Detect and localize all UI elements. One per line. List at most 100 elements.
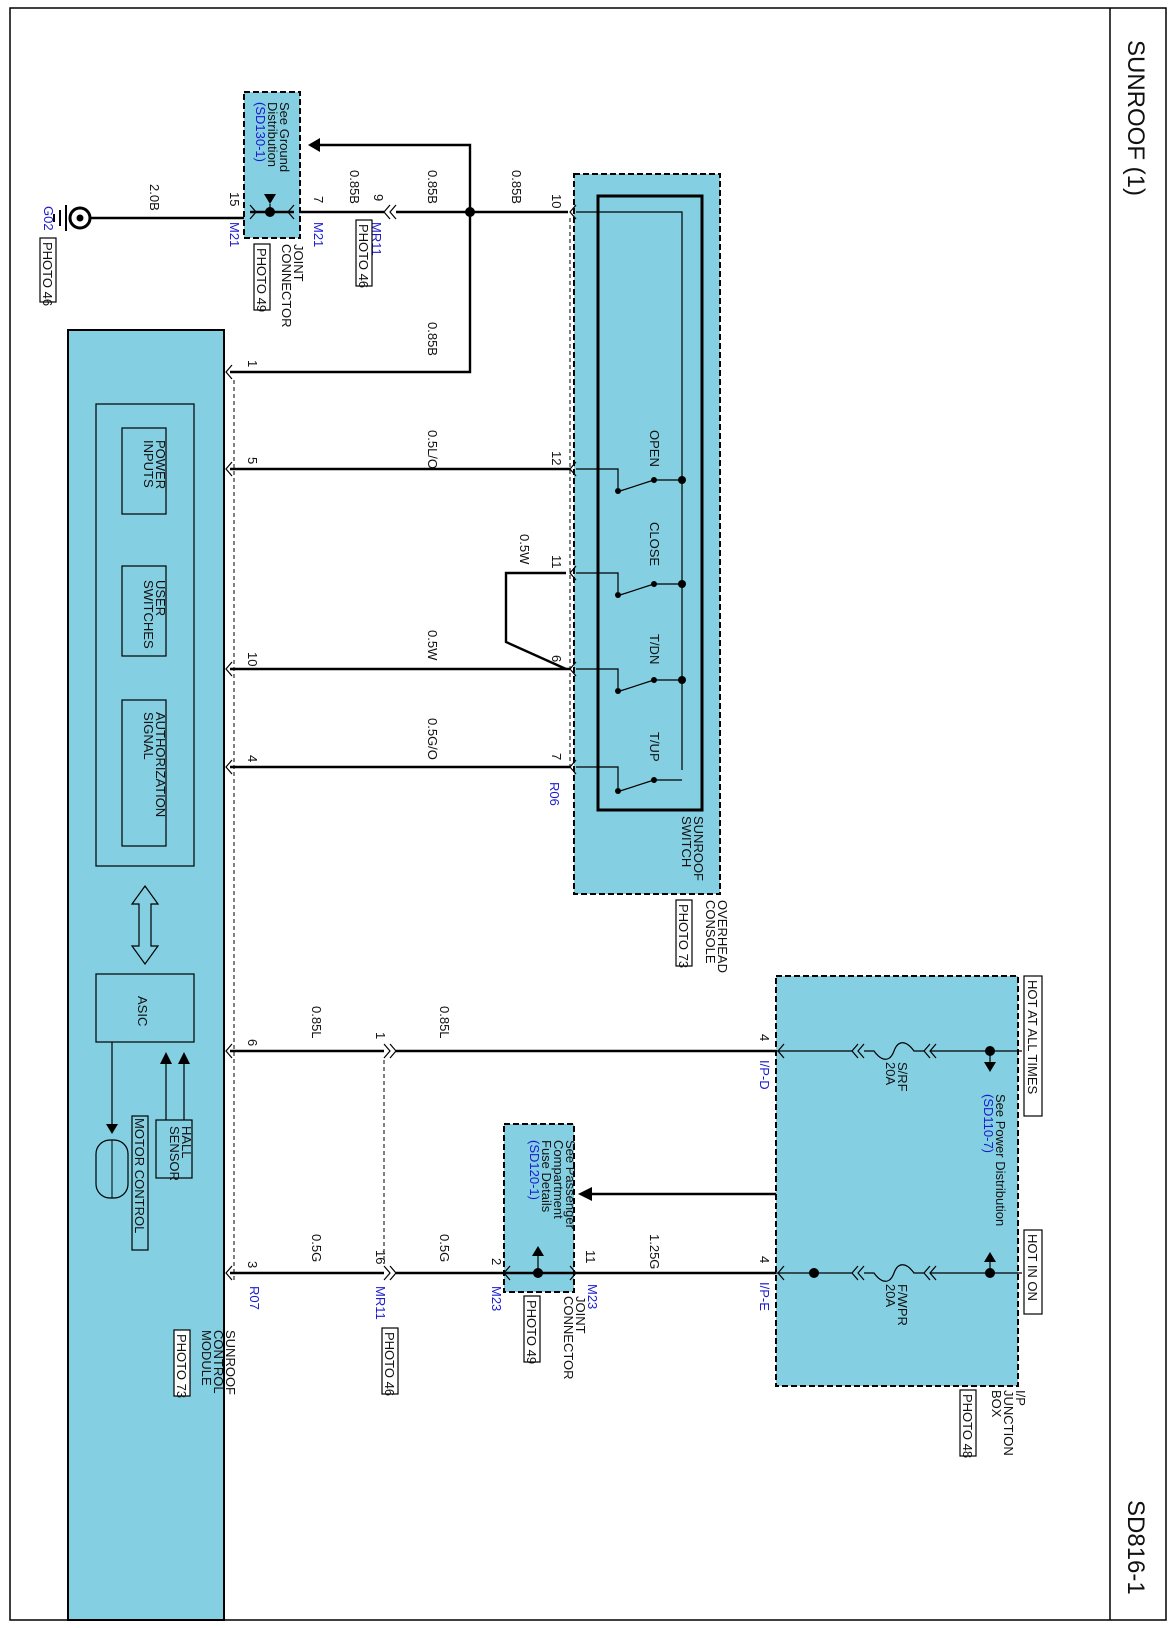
m23-label1: JOINT	[573, 1296, 588, 1334]
hall-sensor-box	[155, 1119, 193, 1179]
junction-label3: BOX	[989, 1390, 1004, 1418]
fwpr-splice	[809, 1268, 819, 1278]
wire-label-w1: 0.85B	[347, 170, 362, 204]
motor-control-box	[131, 1115, 149, 1251]
hall-label2: SENSOR	[167, 1126, 182, 1181]
m23-photo: PHOTO 49	[524, 1300, 539, 1364]
mr11-top-id: MR11	[369, 222, 384, 256]
power-arrow-icon-1	[984, 1062, 996, 1072]
module-pin-5: 5	[245, 457, 260, 464]
ground-id: G02	[41, 206, 56, 231]
power-arrow-icon-2	[984, 1252, 996, 1262]
junction-conn1: I/P-D	[757, 1060, 772, 1090]
m23-ref: (SD120-1)	[527, 1140, 542, 1200]
m21-label1: JOINT	[291, 244, 306, 282]
mr11-bottom-photo-box	[381, 1327, 399, 1395]
switch-tdn-label: T/DN	[647, 634, 662, 664]
module-pin-6: 6	[245, 1039, 260, 1046]
hot-always-label: HOT AT ALL TIMES	[1025, 980, 1040, 1094]
power-inputs-label2: INPUTS	[141, 440, 156, 488]
module-input-panel	[95, 403, 195, 867]
ground-photo: PHOTO 46	[40, 242, 55, 306]
ip-junction-box	[775, 975, 1019, 1387]
m21-photo: PHOTO 49	[254, 248, 269, 312]
m21-photo-box	[253, 243, 271, 311]
m23-photo-box	[523, 1295, 541, 1363]
hall-arrow-icon-1	[160, 1052, 172, 1064]
fuse-fwpr-amp: 20A	[883, 1284, 898, 1307]
switch-close	[576, 572, 686, 598]
wire-label-w2: 0.85B	[425, 170, 440, 204]
power-inputs-label1: POWER	[153, 440, 168, 489]
overhead-console	[573, 173, 721, 895]
module-connector: R07	[247, 1286, 262, 1310]
mr11-top-pin: 9	[371, 194, 386, 201]
overhead-pin-6: 6	[549, 655, 564, 662]
joint-connector-m23	[503, 1123, 575, 1293]
power-inputs-block	[121, 427, 167, 515]
power-ref: (SD110-7)	[981, 1094, 996, 1153]
hot-on-box	[1023, 1229, 1043, 1315]
wire-label-tup: 0.5G/O	[425, 718, 440, 760]
m21-pin-right: 7	[311, 196, 326, 203]
page-code: SD816-1	[1122, 1500, 1149, 1595]
m23-note3: Fuse Details	[539, 1140, 554, 1213]
overhead-label2: CONSOLE	[703, 900, 718, 964]
m23-note1: See Passenger	[563, 1140, 578, 1230]
authorization-label2: SIGNAL	[141, 712, 156, 760]
overhead-photo-box	[675, 899, 693, 967]
page-title: SUNROOF (1)	[1122, 40, 1149, 196]
asic-motor-arrow-icon	[106, 1124, 118, 1134]
overhead-label1: OVERHEAD	[715, 900, 730, 973]
m23-note2: Compartment	[551, 1140, 566, 1219]
module-label3: MODULE	[199, 1330, 214, 1386]
mr11-bottom-id: MR11	[373, 1286, 388, 1320]
motor-icon	[95, 1139, 129, 1199]
junction-label2: JUNCTION	[1001, 1390, 1016, 1456]
junction-photo: PHOTO 48	[960, 1394, 975, 1458]
mr11-top-photo: PHOTO 46	[356, 224, 371, 288]
wire-ground-return	[318, 143, 472, 212]
wire-label-open: 0.5L/O	[425, 430, 440, 469]
overhead-pin-12: 12	[549, 451, 564, 465]
m23-arrow-icon	[532, 1246, 544, 1256]
hot-on-label: HOT IN ON	[1025, 1234, 1040, 1301]
m23-pin-left: 2	[489, 1258, 504, 1265]
m23-pin-right: 11	[583, 1250, 598, 1264]
m23-conn-right: M23	[585, 1284, 600, 1309]
wire-label-fwpr-c: 1.25G	[647, 1234, 662, 1269]
junction-conn2: I/P-E	[757, 1282, 772, 1311]
switch-close-label: CLOSE	[647, 522, 662, 566]
wire-label-fwpr-b: 0.5G	[437, 1234, 452, 1262]
wire-label-w4: 0.85B	[425, 322, 440, 356]
m21-arrow-icon	[264, 194, 276, 204]
junction-pin1: 4	[757, 1034, 772, 1041]
sunroof-switch	[596, 194, 704, 812]
module-pins	[225, 364, 233, 1281]
ground-g02	[53, 205, 92, 231]
hot-always-box	[1023, 975, 1043, 1117]
authorization-label1: AUTHORIZATION	[153, 712, 168, 817]
module-pin-1: 1	[245, 360, 260, 367]
m21-note2: Distribution	[265, 102, 280, 167]
module-photo: PHOTO 73	[174, 1334, 189, 1398]
junction-pin2: 4	[757, 1256, 772, 1263]
wire-label-srf-a: 0.85L	[309, 1006, 324, 1039]
wire-label-fwpr-a: 0.5G	[309, 1234, 324, 1262]
switch-open-label: OPEN	[647, 430, 662, 467]
fuse-fwpr-name: F/WPR	[895, 1284, 910, 1326]
m21-note1: See Ground	[277, 102, 292, 172]
wire-module-pin1	[230, 212, 472, 374]
passenger-arrow-icon	[578, 1187, 592, 1201]
double-arrow-icon	[130, 884, 160, 966]
overhead-pin-11: 11	[549, 555, 564, 569]
module-pin-10: 10	[245, 652, 260, 666]
ground-photo-box	[39, 237, 57, 303]
m21-label2: CONNECTOR	[279, 244, 294, 328]
switch-tdn	[576, 668, 686, 694]
overhead-pin-7: 7	[549, 753, 564, 760]
wire-close-jumper	[504, 571, 567, 671]
asic-block	[95, 973, 195, 1043]
user-switches-label1: USER	[153, 580, 168, 616]
